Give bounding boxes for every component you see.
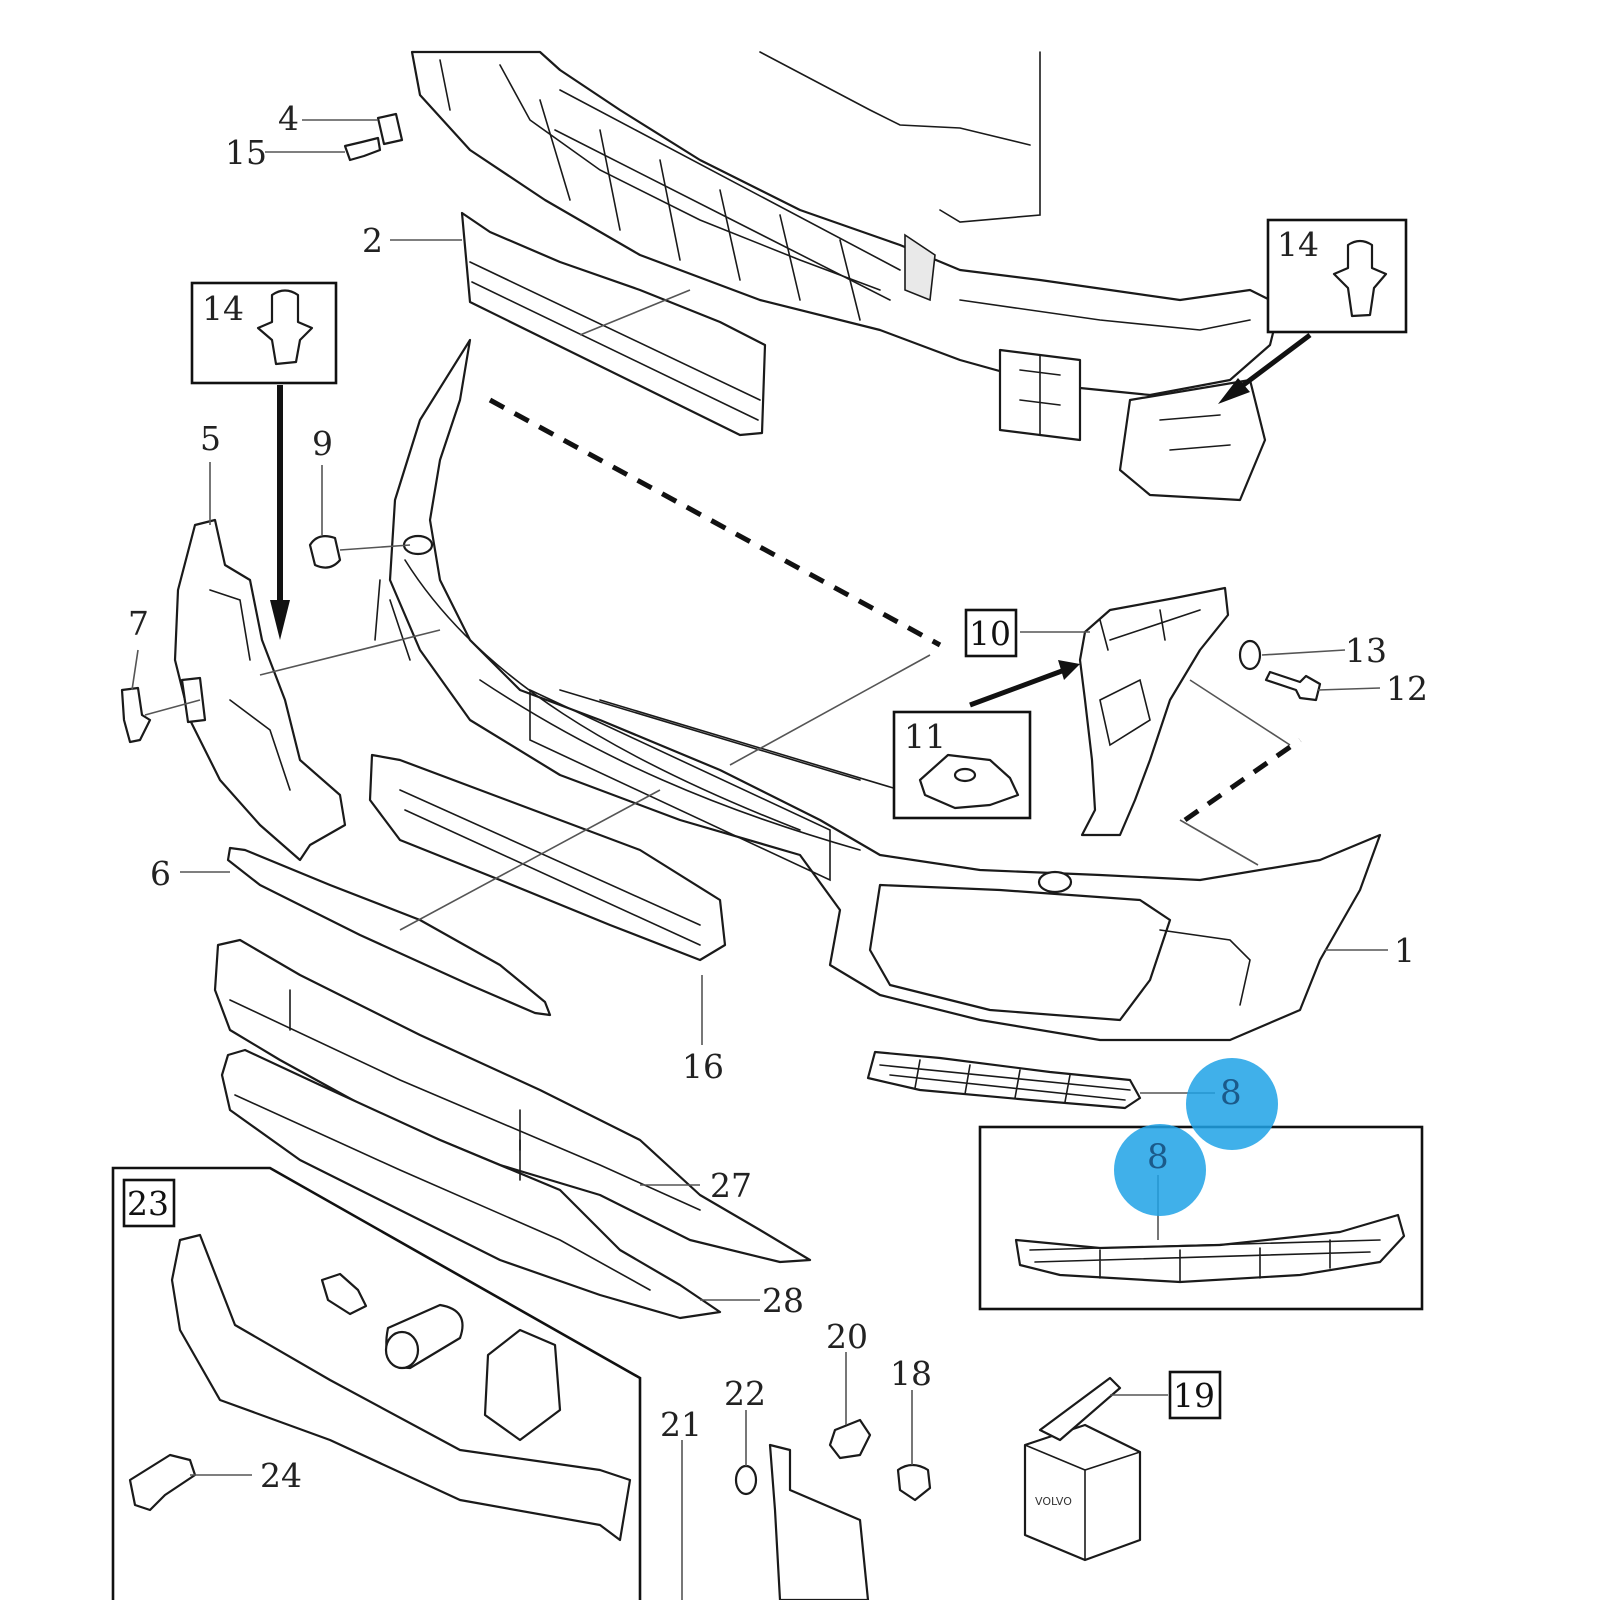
bracket-icon-23 — [320, 1272, 368, 1316]
rivet-part-18 — [896, 1463, 932, 1502]
highlight-circle-8-upper — [1186, 1058, 1278, 1150]
highlight-circle-8-lower — [1114, 1124, 1206, 1216]
dashed-guide-right — [1183, 737, 1302, 823]
label-4: 4 — [278, 99, 299, 138]
clip-part-20 — [828, 1418, 872, 1460]
label-14-right: 14 — [1277, 225, 1319, 264]
box-lettering: VOLVO — [1035, 1495, 1072, 1508]
plate-icon-23 — [483, 1328, 562, 1442]
side-bracket-part-5 — [173, 518, 347, 862]
label-15: 15 — [225, 133, 267, 172]
label-12: 12 — [1386, 669, 1428, 708]
product-box-part-19: 19 VOLVO — [1023, 1370, 1222, 1562]
bolt-part-12 — [1264, 670, 1322, 702]
plug-part-9 — [308, 535, 342, 569]
label-16: 16 — [682, 1047, 724, 1086]
nut-part-22 — [734, 1464, 758, 1496]
bolt-icon-24 — [128, 1453, 197, 1512]
label-1: 1 — [1394, 931, 1415, 970]
label-6: 6 — [150, 854, 171, 893]
box-part-10 — [964, 608, 1018, 658]
box-part-14-right: 14 — [1218, 218, 1408, 404]
spoiler-icon-23 — [170, 1233, 632, 1542]
washer-part-13 — [1238, 639, 1262, 671]
label-5: 5 — [200, 419, 221, 458]
label-28: 28 — [762, 1281, 804, 1320]
label-18: 18 — [890, 1354, 932, 1393]
box-part-23-kit: 23 — [111, 1166, 642, 1600]
label-9: 9 — [312, 424, 333, 463]
label-22: 22 — [724, 1374, 766, 1413]
bumper-reinforcement-upper — [410, 50, 1282, 502]
skid-plate-part-28 — [220, 1048, 722, 1320]
label-2: 2 — [362, 221, 383, 260]
lower-grille-part-8 — [866, 1050, 1142, 1110]
dashed-guide-left — [488, 397, 942, 648]
molding-part-6 — [226, 846, 552, 1017]
label-11: 11 — [904, 717, 946, 756]
label-19: 19 — [1173, 1376, 1215, 1415]
box-part-11: 11 — [892, 660, 1080, 820]
label-20: 20 — [826, 1317, 868, 1356]
label-14-left: 14 — [202, 289, 244, 328]
center-strip-part-16 — [368, 753, 727, 962]
bracket-part-21 — [768, 1443, 870, 1600]
label-24: 24 — [260, 1456, 302, 1495]
label-10: 10 — [969, 614, 1011, 653]
label-23: 23 — [127, 1184, 169, 1223]
box-part-14-left: 14 — [190, 281, 338, 640]
label-8-lower: 8 — [1147, 1137, 1169, 1177]
label-27: 27 — [710, 1166, 752, 1205]
label-8-upper: 8 — [1220, 1073, 1242, 1113]
clip-part-7 — [120, 686, 152, 744]
bracket-part-10 — [1078, 586, 1230, 837]
lower-spoiler-part-27 — [213, 938, 812, 1264]
screw-part-15 — [343, 136, 382, 162]
bumper-cover-part-1 — [374, 338, 1382, 1042]
label-7: 7 — [128, 604, 149, 643]
clip-icon-14-right — [1332, 239, 1388, 318]
label-13: 13 — [1345, 631, 1387, 670]
label-21: 21 — [660, 1405, 702, 1444]
clip-part-4 — [376, 112, 404, 146]
impact-strip-part-2 — [460, 211, 767, 437]
clip-icon-14-left — [256, 289, 314, 366]
